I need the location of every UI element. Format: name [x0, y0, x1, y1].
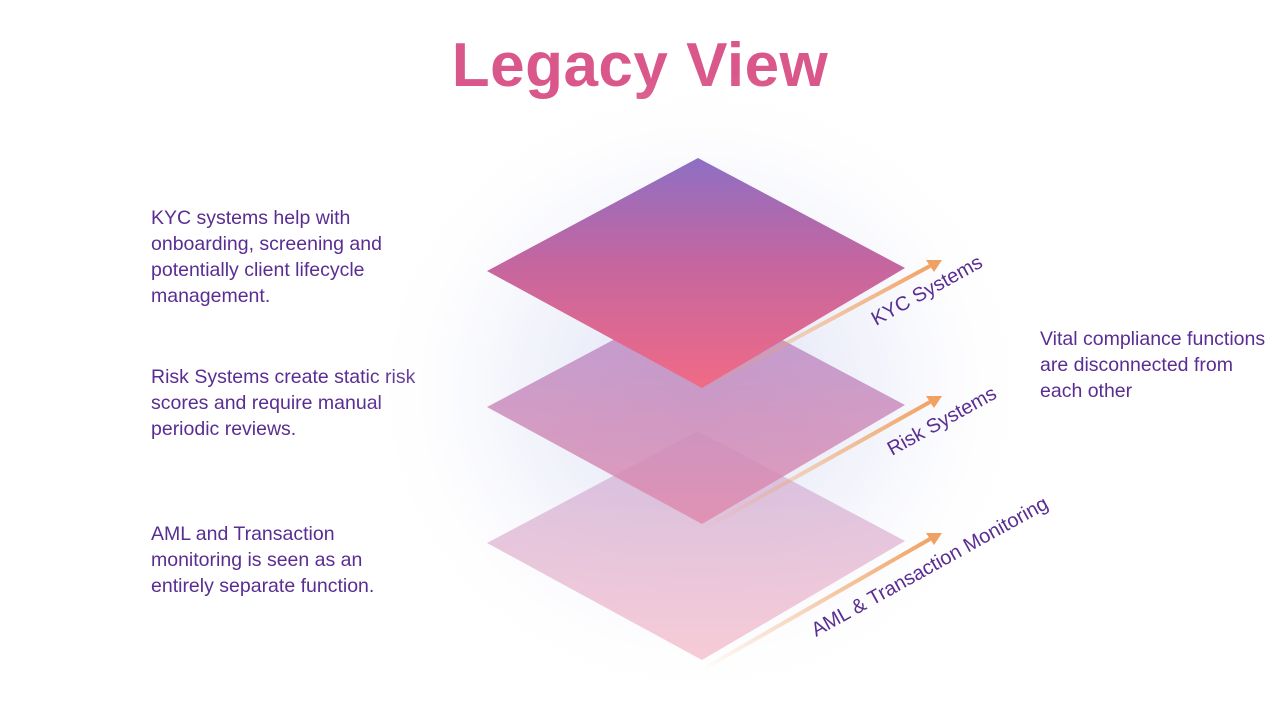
- kyc-arrow: [704, 264, 931, 389]
- aml-layer: [487, 431, 905, 660]
- risk-arrowhead-icon: [926, 396, 942, 408]
- risk-arrow: [704, 400, 931, 530]
- kyc-description: KYC systems help with onboarding, screen…: [151, 207, 382, 307]
- disconnected-note: Vital compliance functions are disconnec…: [1040, 328, 1266, 402]
- aml-arrow: [704, 537, 931, 670]
- risk-layer: [487, 295, 905, 524]
- kyc-arrowhead-icon: [926, 260, 942, 272]
- kyc-layer: [487, 158, 905, 388]
- risk-description: Risk Systems create static risk scores a…: [151, 366, 416, 440]
- aml-description: AML and Transaction monitoring is seen a…: [151, 523, 375, 597]
- aml-arrowhead-icon: [926, 533, 942, 545]
